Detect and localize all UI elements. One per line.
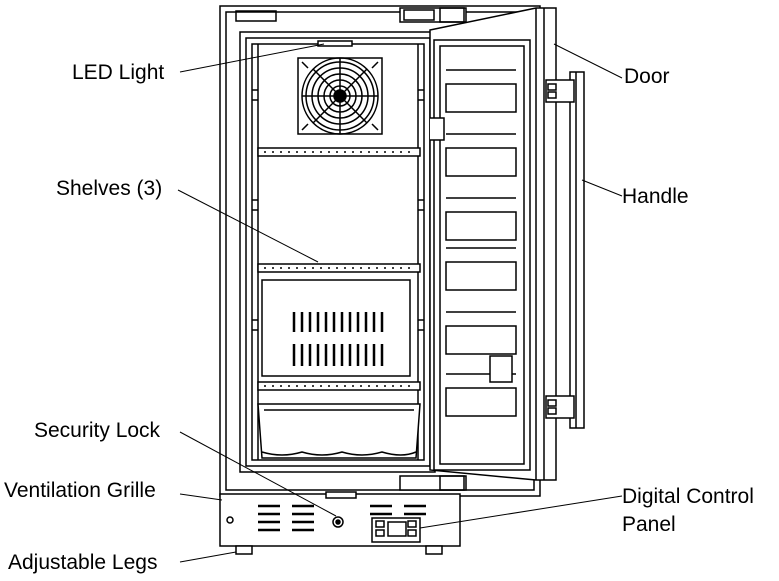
label-shelves: Shelves (3) [56, 177, 163, 200]
leader-led-light [179, 43, 325, 73]
leader-lines [177, 43, 623, 563]
digital-control-panel [371, 517, 421, 543]
adjustable-legs [235, 545, 443, 555]
leader-security-lock [179, 431, 337, 517]
shelf-3 [257, 381, 421, 391]
handle [545, 71, 585, 429]
label-digital-control-panel-line2: Panel [622, 513, 676, 536]
leader-shelves [177, 189, 319, 263]
bottom-bin [257, 403, 421, 459]
shelf-2 [257, 263, 421, 273]
leader-ventilation-grille [179, 493, 223, 501]
label-door: Door [624, 65, 670, 88]
base-ventilation [219, 491, 461, 547]
shelf-1 [257, 147, 421, 157]
label-led-light: LED Light [72, 61, 165, 84]
rear-vent-panel [261, 279, 411, 377]
label-security-lock: Security Lock [34, 419, 161, 442]
leader-handle [581, 179, 623, 197]
leader-control-panel [419, 495, 623, 529]
leader-door [553, 43, 623, 79]
label-digital-control-panel-line1: Digital Control [622, 485, 754, 508]
led-light [317, 40, 353, 47]
door [399, 7, 557, 491]
label-adjustable-legs: Adjustable Legs [8, 551, 158, 574]
fan-icon [297, 57, 383, 135]
leader-adjustable-legs [179, 551, 237, 563]
label-ventilation-grille: Ventilation Grille [4, 479, 156, 502]
label-handle: Handle [622, 185, 689, 208]
